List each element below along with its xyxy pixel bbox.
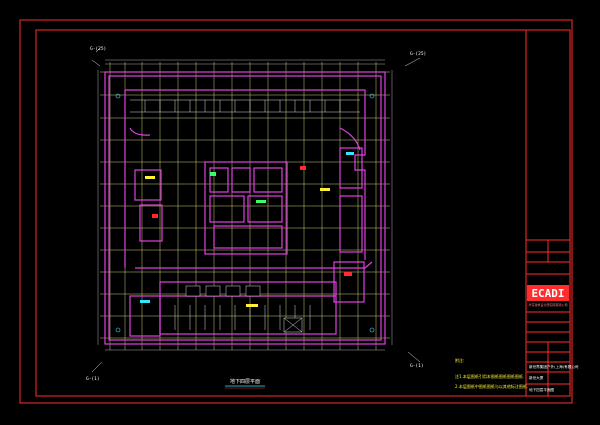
dimension-lines bbox=[97, 59, 393, 351]
notes-label: 附注: bbox=[455, 357, 464, 363]
notes-line-1: 注1.本层图纸引用本图纸图纸图纸图纸. bbox=[455, 373, 524, 379]
title-block-client: 新世界集团户外(上海)有限公司 bbox=[529, 364, 579, 369]
building-walls bbox=[104, 71, 386, 345]
interior-partitions bbox=[130, 99, 360, 333]
title-block: ECADI 华东建筑设计研究院有限公司 新世界集团户外(上海)有限公司 新世大厦… bbox=[525, 29, 579, 397]
title-block-project: 新世大厦 bbox=[529, 375, 544, 380]
title-block-drawing-name: 地下四层平面图 bbox=[529, 387, 555, 392]
ecadi-logo-box bbox=[527, 285, 569, 301]
ecadi-logo-subtitle: 华东建筑设计研究院有限公司 bbox=[528, 302, 567, 307]
axis-marks: G-(25) G-(25) G-(1) G-(1) bbox=[86, 46, 426, 382]
axis-mark-top-right: G-(25) bbox=[410, 51, 426, 57]
axis-mark-bottom-left: G-(1) bbox=[86, 376, 100, 382]
axis-mark-bottom-right: G-(1) bbox=[410, 363, 424, 369]
structural-grid bbox=[100, 62, 390, 350]
general-notes: 附注: 注1.本层图纸引用本图纸图纸图纸图纸. 2.本层图纸中图纸图纸与以其他标… bbox=[455, 357, 528, 389]
plan-title-group: 地下四层平面 bbox=[225, 378, 265, 389]
axis-mark-top-left: G-(25) bbox=[90, 46, 106, 52]
corner-leaders bbox=[91, 57, 421, 373]
notes-line-2: 2.本层图纸中图纸图纸与以其他标注图纸. bbox=[455, 383, 528, 389]
plan-title: 地下四层平面 bbox=[230, 378, 260, 385]
equipment-accents bbox=[115, 93, 375, 333]
sheet-outer-frame bbox=[19, 19, 573, 404]
ecadi-logo: ECADI bbox=[531, 287, 564, 300]
